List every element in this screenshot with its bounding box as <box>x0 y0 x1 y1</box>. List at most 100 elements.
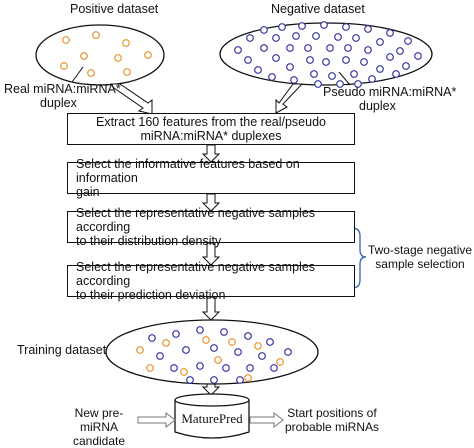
arrow-training-to-maturepred <box>201 383 221 396</box>
training-negative-dot <box>156 352 164 360</box>
new-premirna-label: New pre-miRNA candidate <box>58 406 140 448</box>
step-distribution-density-line2: to their distribution density <box>76 234 222 248</box>
negative-sample-dot <box>244 56 252 64</box>
negative-sample-dot <box>376 65 384 73</box>
step-distribution-density-line1: Select the representative negative sampl… <box>76 206 316 234</box>
training-positive-dot <box>146 364 154 372</box>
training-negative-dot <box>220 328 228 336</box>
training-positive-dot <box>244 374 252 382</box>
flow-arrows <box>201 144 221 396</box>
positive-sample-dot <box>123 68 131 76</box>
negative-sample-dot <box>306 56 314 64</box>
training-negative-dot <box>210 376 218 384</box>
training-positive-dot <box>228 338 236 346</box>
step-select-features-line2: gain <box>76 185 100 199</box>
arrow-extract-to-select <box>201 144 221 163</box>
training-positive-dot <box>214 356 222 364</box>
training-samples <box>136 326 292 384</box>
negative-sample-dot <box>286 44 294 52</box>
negative-sample-dot <box>328 72 336 80</box>
two-stage-label: Two-stage negative sample selection <box>366 243 474 271</box>
negative-sample-dot <box>260 26 268 34</box>
two-stage-label-line1: Two-stage negative <box>367 243 473 257</box>
training-negative-dot <box>284 348 292 356</box>
output-arrow <box>249 411 284 429</box>
negative-sample-dot <box>322 58 330 66</box>
input-arrow <box>137 411 176 429</box>
positive-sample-dot <box>60 62 68 70</box>
start-positions-label-line2: probable miRNAs <box>284 420 380 434</box>
negative-sample-dot <box>272 34 280 42</box>
pseudo-duplex-pointer <box>338 71 351 86</box>
step-extract-line1: Extract 160 features from the real/pseud… <box>96 115 326 129</box>
training-positive-dot <box>180 368 188 376</box>
negative-sample-dot <box>386 29 394 37</box>
training-positive-dot <box>276 358 284 366</box>
negative-sample-dot <box>376 38 384 46</box>
training-positive-dot <box>162 339 170 347</box>
training-negative-dot <box>222 364 230 372</box>
negative-sample-dot <box>404 37 412 45</box>
arrow-density-to-deviation <box>201 242 221 266</box>
training-negative-dot <box>210 344 218 352</box>
arrow-select-to-density <box>201 193 221 212</box>
training-negative-dot <box>196 362 204 370</box>
two-stage-label-line2: sample selection <box>375 257 465 271</box>
two-stage-brace <box>351 227 367 289</box>
training-negative-dot <box>236 376 244 384</box>
negative-sample-dot <box>344 44 352 52</box>
training-negative-dot <box>170 364 178 372</box>
negative-dataset-title: Negative dataset <box>271 2 365 16</box>
step-select-features: Select the informative features based on… <box>67 157 355 199</box>
negative-sample-dot <box>286 63 294 71</box>
negative-sample-dot <box>260 44 268 52</box>
positive-sample-dot <box>87 69 95 77</box>
training-dataset-label: Training dataset <box>17 343 107 357</box>
training-dataset-ellipse <box>105 319 319 385</box>
training-negative-dot <box>246 364 254 372</box>
negative-to-extract-arrow <box>275 83 304 114</box>
training-negative-dot <box>148 334 156 342</box>
negative-sample-dot <box>342 56 350 64</box>
start-positions-label-line1: Start positions of <box>287 406 377 420</box>
step-prediction-deviation: Select the representative negative sampl… <box>67 260 355 302</box>
real-duplex-label: Real miRNA:miRNA* duplex <box>4 82 121 110</box>
negative-samples <box>234 21 422 88</box>
negative-sample-dot <box>364 25 372 33</box>
training-negative-dot <box>182 346 190 354</box>
maturepred-cylinder <box>174 393 250 439</box>
negative-sample-dot <box>254 66 262 74</box>
training-negative-dot <box>266 338 274 346</box>
pseudo-duplex-label-line2: duplex <box>359 99 396 113</box>
negative-sample-dot <box>272 54 280 62</box>
pseudo-duplex-label: Pseudo miRNA:miRNA* duplex <box>323 85 456 113</box>
step-prediction-deviation-line2: to their prediction deviation <box>76 288 226 302</box>
negative-sample-dot <box>268 73 276 81</box>
training-negative-dot <box>196 326 204 334</box>
pseudo-duplex-label-line1: Pseudo miRNA:miRNA* <box>323 85 457 99</box>
new-premirna-label-line2: candidate <box>72 434 126 448</box>
negative-sample-dot <box>396 47 404 55</box>
negative-sample-dot <box>334 33 342 41</box>
negative-sample-dot <box>314 80 322 88</box>
negative-sample-dot <box>364 46 372 54</box>
positive-sample-dot <box>92 31 100 39</box>
training-negative-dot <box>172 330 180 338</box>
step-select-features-line1: Select the informative features based on… <box>76 157 300 185</box>
step-prediction-deviation-line1: Select the representative negative sampl… <box>76 260 316 288</box>
training-negative-dot <box>270 364 278 372</box>
maturepred-label: MaturePred <box>181 411 243 426</box>
negative-sample-dot <box>336 80 344 88</box>
training-negative-dot <box>244 332 252 340</box>
negative-sample-dot <box>246 34 254 42</box>
training-negative-dot <box>258 352 266 360</box>
negative-sample-dot <box>290 76 298 84</box>
real-duplex-label-line1: Real miRNA:miRNA* <box>4 82 121 96</box>
negative-sample-dot <box>392 70 400 78</box>
negative-sample-dot <box>304 44 312 52</box>
negative-sample-dot <box>312 32 320 40</box>
negative-sample-dot <box>234 46 242 54</box>
positive-sample-dot <box>122 39 130 47</box>
